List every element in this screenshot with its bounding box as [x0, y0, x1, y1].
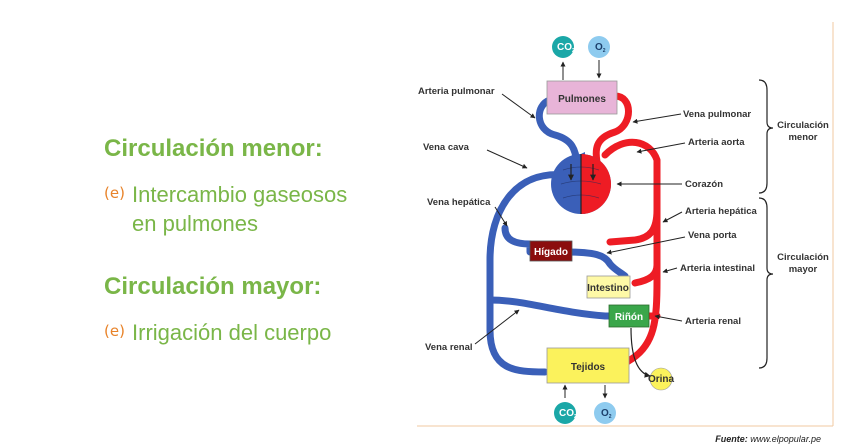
- label-arteria-renal: Arteria renal: [685, 316, 741, 327]
- vena-cava-vessel: [486, 171, 569, 376]
- left-labels: Arteria pulmonar Vena cava Vena hepática…: [418, 86, 536, 353]
- venous-vessels: [486, 96, 629, 376]
- co2-top-label: CO2: [557, 42, 575, 54]
- co2-bottom-circle: [554, 402, 576, 424]
- label-vena-porta: Vena porta: [688, 230, 737, 241]
- bullet-icon: (e): [104, 322, 125, 340]
- source-credit: Fuente: www.elpopular.pe: [715, 434, 821, 444]
- heart: [551, 152, 611, 214]
- right-labels: Vena pulmonar Arteria aorta Corazón Arte…: [606, 109, 758, 327]
- bullet-icon: (e): [104, 184, 125, 202]
- left-text-pane: Circulación menor: (e) Intercambio gaseo…: [0, 0, 410, 448]
- label-arteria-aorta: Arteria aorta: [688, 137, 745, 148]
- svg-text:menor: menor: [788, 132, 817, 143]
- o2-bottom-circle: [594, 402, 616, 424]
- organ-tejidos: Tejidos: [546, 347, 630, 384]
- arteria-intestinal-vessel: [631, 261, 661, 287]
- svg-text:Tejidos: Tejidos: [571, 362, 606, 373]
- bullet-text-intercambio: Intercambio gaseosos en pulmones: [132, 182, 348, 236]
- organ-intestino: Intestino: [586, 275, 631, 299]
- vena-renal-vessel: [486, 296, 614, 320]
- organ-rinon: Riñón: [608, 304, 650, 328]
- heading-circulacion-menor: Circulación menor:: [104, 135, 323, 162]
- svg-text:Orina: Orina: [648, 374, 675, 385]
- svg-text:Hígado: Hígado: [534, 247, 568, 258]
- svg-text:Circulación: Circulación: [777, 120, 829, 131]
- bracket-circulacion-menor: Circulación menor: [758, 79, 829, 194]
- bullet-irrigacion: (e) Irrigación del cuerpo: [104, 318, 331, 347]
- orina-drop: Orina: [648, 367, 675, 391]
- label-arteria-pulmonar: Arteria pulmonar: [418, 86, 495, 97]
- organ-higado: Hígado: [529, 240, 573, 262]
- label-arteria-hepatica: Arteria hepática: [685, 206, 758, 217]
- label-arteria-intestinal: Arteria intestinal: [680, 263, 755, 274]
- svg-text:mayor: mayor: [789, 264, 818, 275]
- svg-text:Intestino: Intestino: [587, 283, 629, 294]
- bullet-text-irrigacion: Irrigación del cuerpo: [132, 320, 332, 345]
- label-vena-cava: Vena cava: [423, 142, 470, 153]
- vena-porta-vessel: [561, 248, 629, 280]
- arteria-hepatica-vessel: [606, 206, 661, 246]
- gases-top: CO2 O2: [552, 36, 610, 80]
- label-vena-hepatica: Vena hepática: [427, 197, 491, 208]
- arteria-aorta-vessel: [601, 138, 661, 366]
- co2-bottom-label: CO2: [559, 408, 577, 420]
- o2-top-label: O2: [595, 42, 606, 54]
- svg-text:Circulación: Circulación: [777, 252, 829, 263]
- source-label: Fuente:: [715, 434, 748, 444]
- label-vena-renal: Vena renal: [425, 342, 473, 353]
- organ-pulmones: Pulmones: [546, 80, 618, 115]
- arteria-pulmonar-vessel: [535, 96, 581, 166]
- bullet-intercambio: (e) Intercambio gaseosos en pulmones: [104, 180, 347, 238]
- gases-bottom: CO2 O2: [554, 384, 616, 424]
- label-vena-pulmonar: Vena pulmonar: [683, 109, 751, 120]
- heading-circulacion-mayor: Circulación mayor:: [104, 273, 322, 300]
- source-value: www.elpopular.pe: [750, 434, 821, 444]
- label-corazon: Corazón: [685, 179, 723, 190]
- co2-top-circle: [552, 36, 574, 58]
- vena-hepatica-vessel: [501, 224, 534, 256]
- orina-arrow: [630, 327, 651, 378]
- svg-text:Pulmones: Pulmones: [558, 94, 606, 105]
- o2-top-circle: [588, 36, 610, 58]
- bracket-circulacion-mayor: Circulación mayor: [758, 197, 829, 369]
- svg-text:Riñón: Riñón: [615, 312, 643, 323]
- vena-pulmonar-vessel: [592, 92, 632, 166]
- o2-bottom-label: O2: [601, 408, 612, 420]
- heart-red-half: [581, 154, 611, 214]
- circulation-diagram: CO2 O2 Pulmones Hígado Intestino Riñón T…: [417, 22, 834, 427]
